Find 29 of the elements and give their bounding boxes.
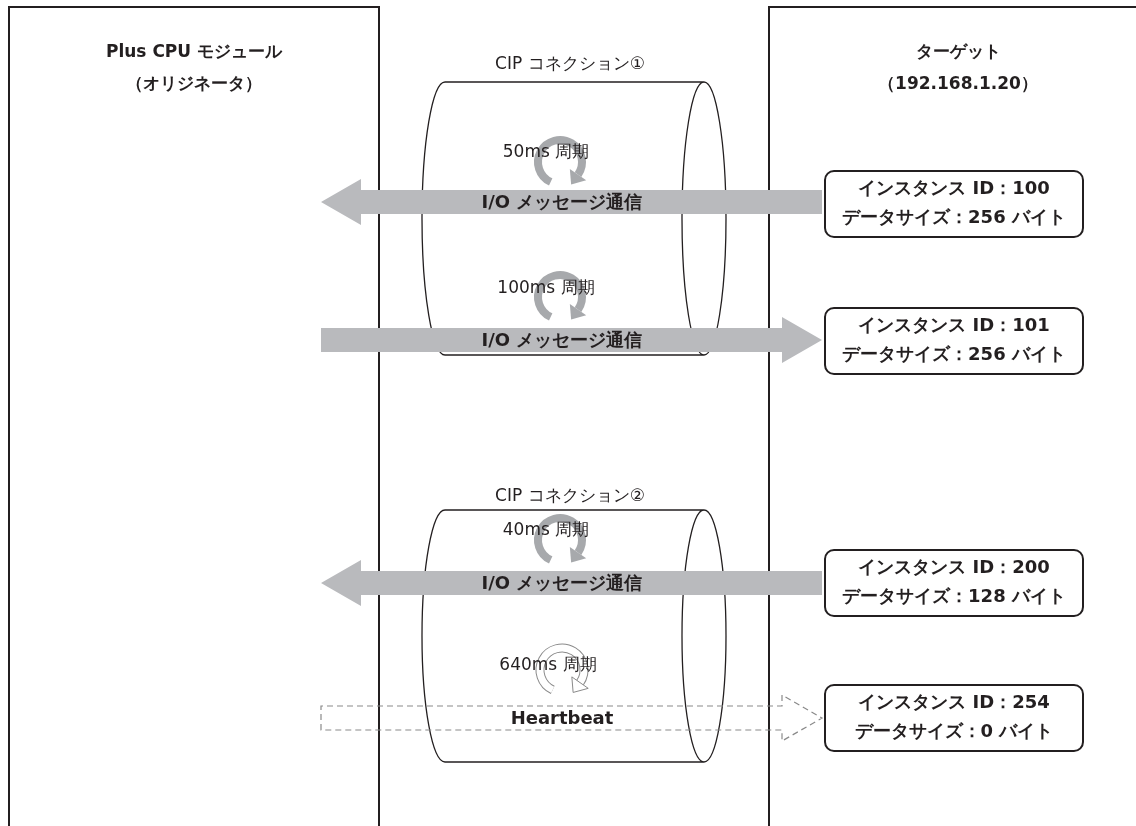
- connection-title: CIP コネクション②: [494, 484, 646, 507]
- instance-box: [824, 684, 1084, 752]
- instance-box: [824, 549, 1084, 617]
- module-subheading: （オリジネータ）: [125, 72, 263, 95]
- arrow: [320, 693, 824, 743]
- instance-id-text: インスタンス ID：200: [857, 555, 1051, 579]
- module-box: [768, 6, 1136, 826]
- instance-box: [824, 307, 1084, 375]
- arrow: [321, 179, 822, 225]
- data-size-text: データサイズ：128 バイト: [841, 584, 1067, 608]
- instance-box: [824, 170, 1084, 238]
- module-heading: ターゲット: [914, 40, 1002, 63]
- data-size-text: データサイズ：0 バイト: [853, 719, 1055, 743]
- module-heading: Plus CPU モジュール: [104, 40, 284, 63]
- module-subheading: （192.168.1.20）: [877, 72, 1039, 95]
- edge-label: Heartbeat: [509, 706, 615, 730]
- data-size-text: データサイズ：256 バイト: [841, 205, 1067, 229]
- instance-id-text: インスタンス ID：254: [857, 690, 1051, 714]
- instance-id-text: インスタンス ID：101: [857, 313, 1051, 337]
- edge-label: I/O メッセージ通信: [480, 190, 644, 214]
- instance-id-text: インスタンス ID：100: [857, 176, 1051, 200]
- edge-label: I/O メッセージ通信: [480, 571, 644, 595]
- cycle-label: 640ms 周期: [498, 653, 598, 676]
- connection-title: CIP コネクション①: [494, 52, 646, 75]
- cycle-label: 100ms 周期: [496, 276, 596, 299]
- data-size-text: データサイズ：256 バイト: [841, 342, 1067, 366]
- arrow: [321, 317, 822, 363]
- arrow: [321, 560, 822, 606]
- edge-label: I/O メッセージ通信: [480, 328, 644, 352]
